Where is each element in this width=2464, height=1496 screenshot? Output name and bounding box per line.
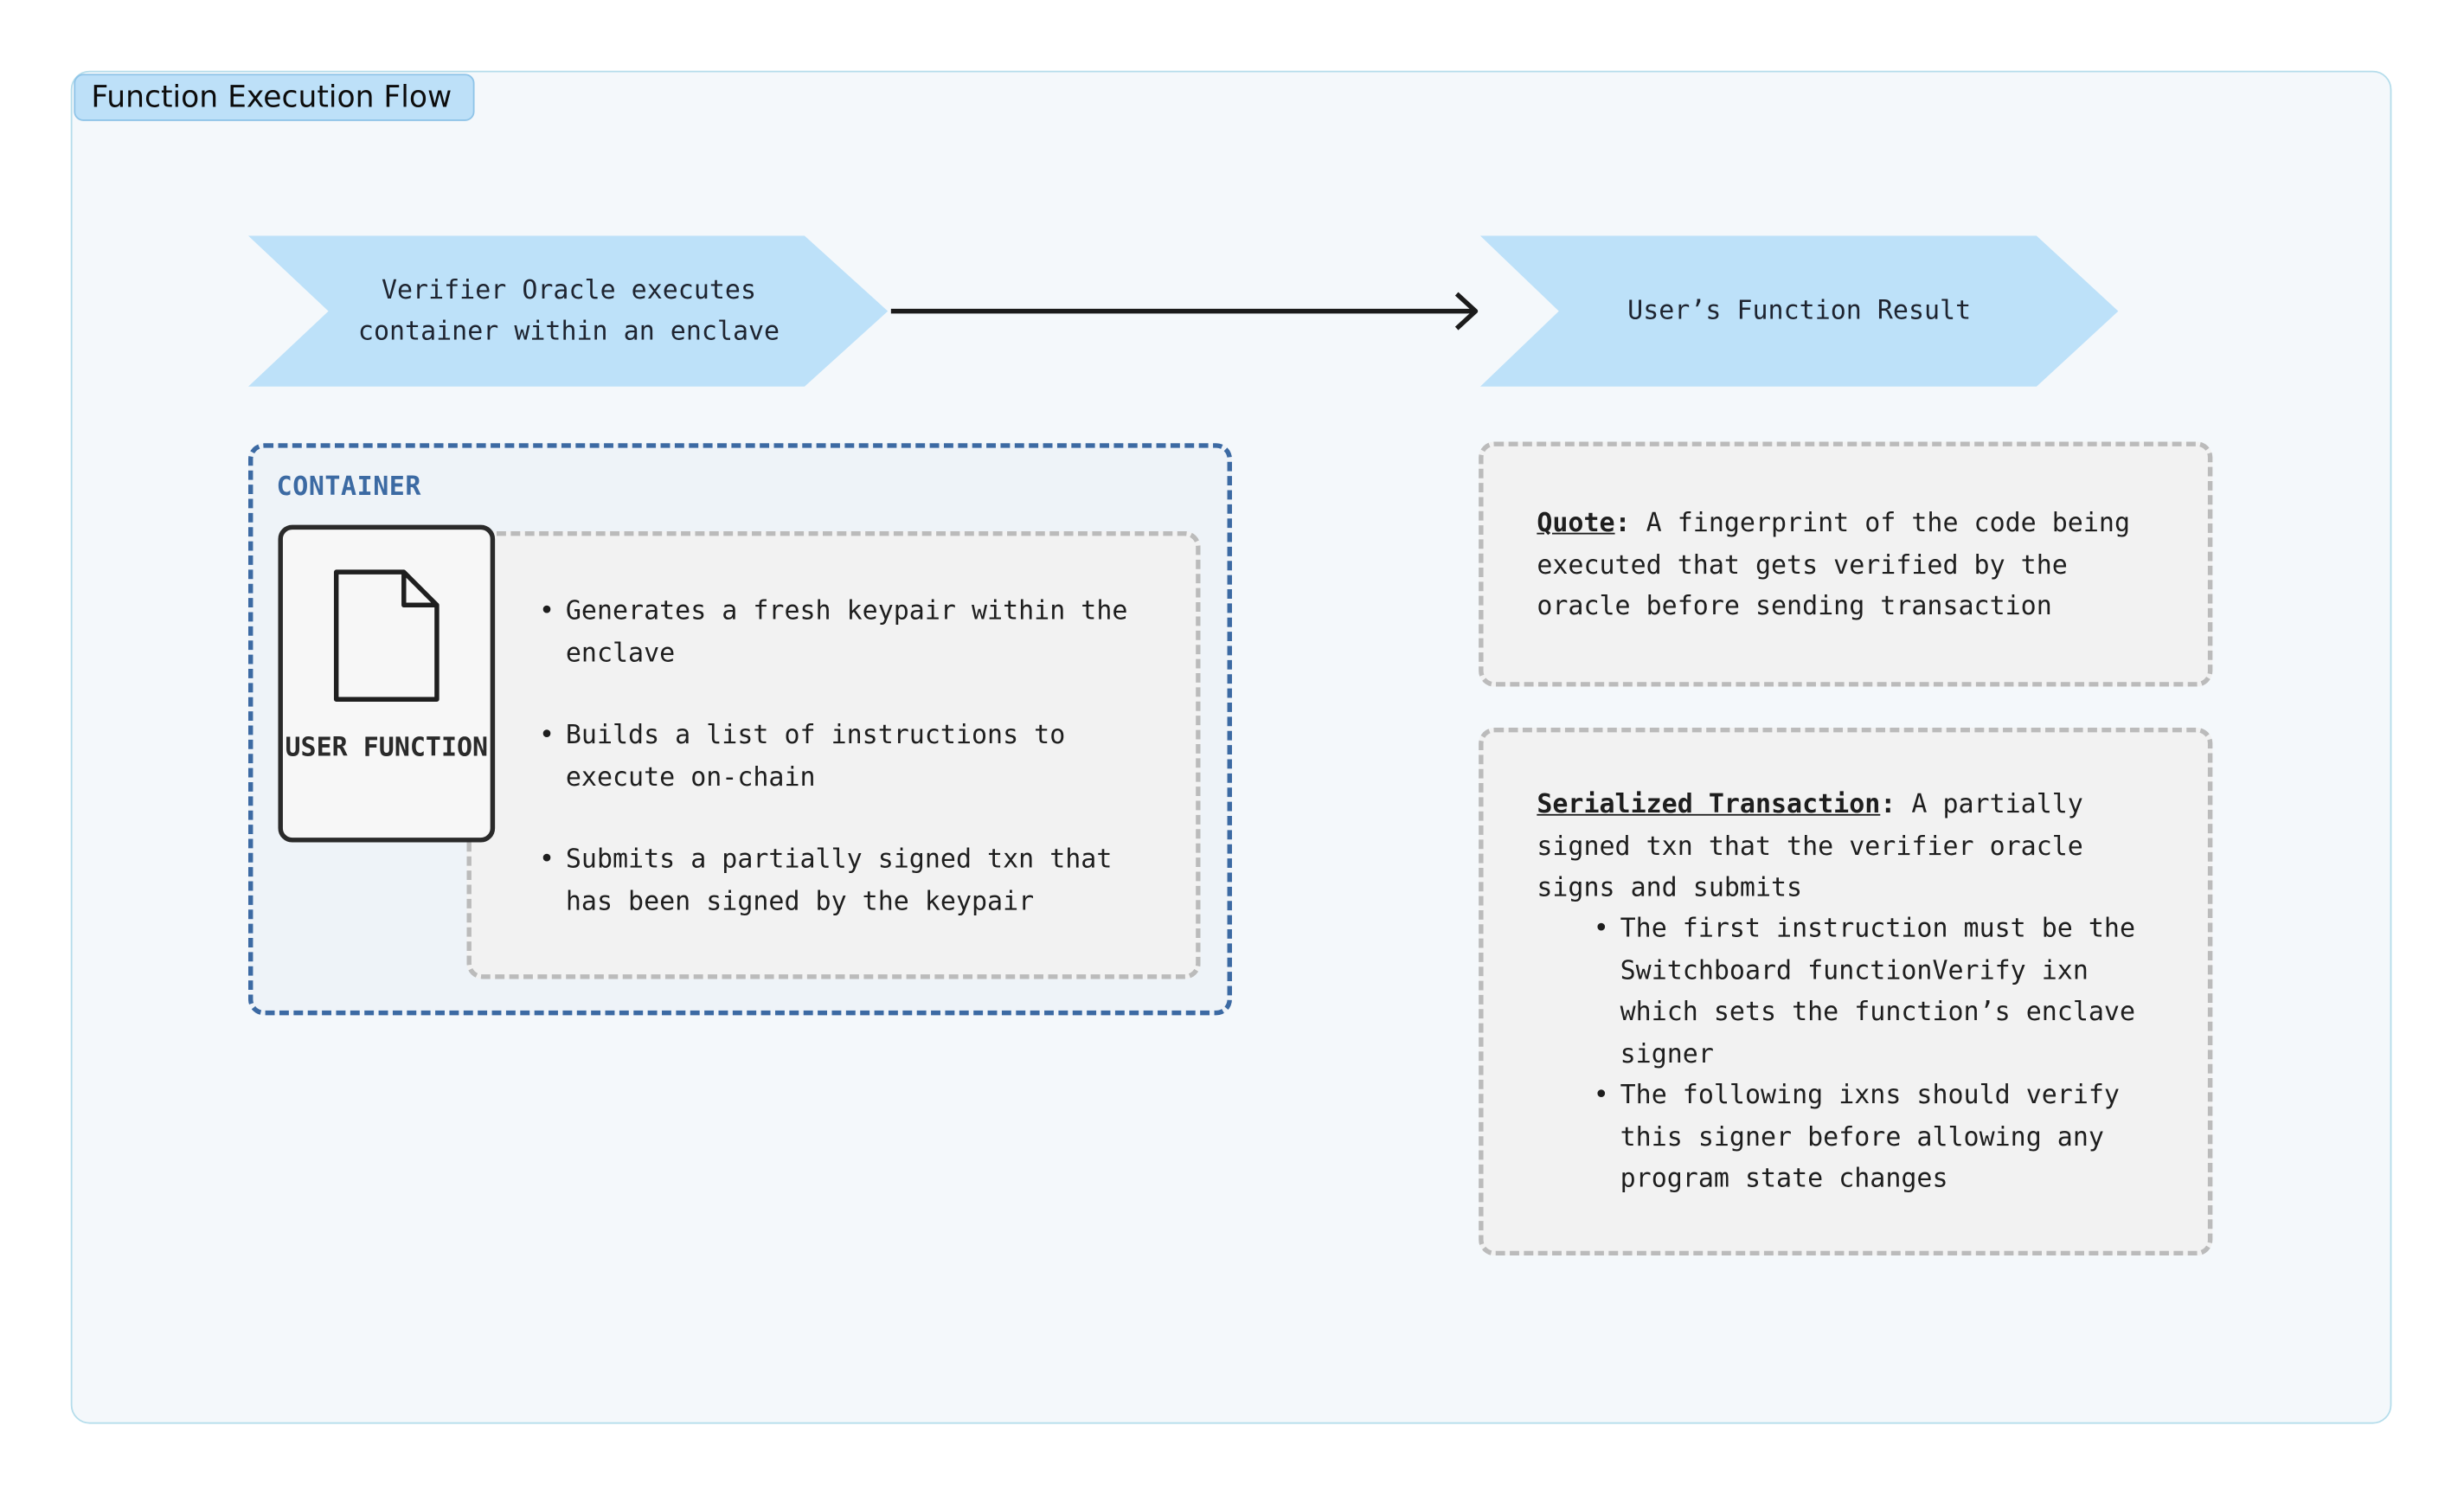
transaction-description: A partially signed txn that the verifier…	[1537, 788, 2083, 902]
user-function-card	[278, 524, 496, 843]
frame-title: Function Execution Flow	[74, 74, 474, 121]
quote-separator: :	[1614, 507, 1631, 538]
list-item: Submits a partially signed txn that has …	[539, 839, 1165, 922]
step-verifier-label: Verifier Oracle executes container withi…	[357, 274, 780, 346]
step-result-label: User’s Function Result	[1627, 295, 1972, 325]
arrow-head	[1454, 292, 1479, 331]
quote-box	[1479, 441, 2213, 687]
transaction-bullet-list: The first instruction must be the Switch…	[1594, 909, 2175, 1200]
list-item: Builds a list of instructions to execute…	[539, 715, 1165, 798]
container-bullet-list: Generates a fresh keypair within the enc…	[539, 591, 1165, 922]
quote-term: Quote	[1537, 507, 1615, 538]
quote-text: Quote: A fingerprint of the code being e…	[1537, 503, 2166, 627]
step-verifier-shape	[247, 235, 889, 387]
user-function-label: USER FUNCTION	[285, 732, 489, 762]
transaction-text: Serialized Transaction: A partially sign…	[1537, 784, 2166, 909]
transaction-term: Serialized Transaction	[1537, 788, 1881, 819]
step-result-shape	[1479, 235, 2119, 387]
list-item: The first instruction must be the Switch…	[1594, 909, 2175, 1075]
container-label: CONTAINER	[276, 471, 421, 502]
transaction-separator: :	[1880, 788, 1896, 819]
document-icon	[333, 569, 440, 702]
list-item: Generates a fresh keypair within the enc…	[539, 591, 1165, 674]
list-item: The following ixns should verify this si…	[1594, 1075, 2175, 1199]
quote-description: A fingerprint of the code being executed…	[1537, 507, 2130, 621]
